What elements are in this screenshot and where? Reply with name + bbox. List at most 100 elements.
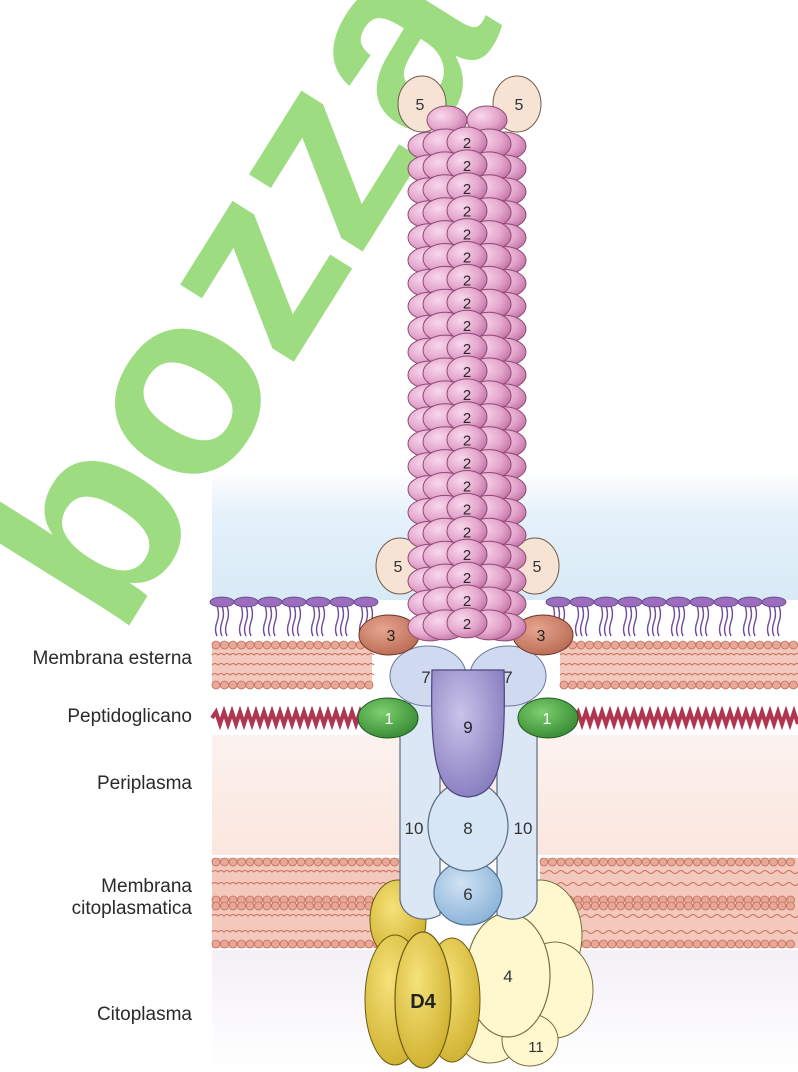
lps-tail — [701, 606, 704, 636]
lipid-head — [212, 902, 220, 910]
lps-head — [354, 597, 378, 607]
lipid-head — [662, 641, 670, 649]
lipid-head — [747, 641, 755, 649]
lipid-head — [727, 858, 735, 866]
lipid-head — [238, 858, 246, 866]
lipid-head — [790, 641, 798, 649]
lipid-head — [560, 681, 568, 689]
lipid-head — [348, 641, 356, 649]
protein-3-right-label: 3 — [537, 628, 546, 645]
lipid-head — [625, 902, 633, 910]
lipid-head — [761, 858, 769, 866]
lps-head — [546, 597, 570, 607]
lipid-head — [719, 940, 727, 948]
lps-tail — [264, 606, 267, 636]
lipid-head — [659, 902, 667, 910]
lipid-head — [246, 902, 254, 910]
lipid-head — [676, 858, 684, 866]
lipid-head — [747, 681, 755, 689]
lipid-head — [671, 641, 679, 649]
lipid-head — [374, 858, 382, 866]
lipid-head — [577, 641, 585, 649]
lipid-head — [586, 641, 594, 649]
lipid-head — [272, 858, 280, 866]
filament-subunit-label: 2 — [463, 616, 471, 633]
lps-tail — [605, 606, 608, 636]
lipid-head — [314, 641, 322, 649]
lipid-head — [229, 681, 237, 689]
lipid-head — [710, 902, 718, 910]
lipid-head — [557, 858, 565, 866]
label-peptidoglycan: Peptidoglicano — [0, 706, 192, 728]
lps-head — [594, 597, 618, 607]
lipid-head — [365, 858, 373, 866]
lps-tail — [600, 606, 603, 636]
lipid-head — [280, 641, 288, 649]
lipid-head — [764, 681, 772, 689]
lps-tail — [773, 606, 776, 636]
lipid-head — [787, 858, 795, 866]
lipid-head — [331, 641, 339, 649]
lps-tail — [744, 606, 747, 636]
protein-9-label: 9 — [463, 718, 472, 737]
lipid-head — [549, 858, 557, 866]
lipid-head — [770, 858, 778, 866]
lipid-head — [608, 902, 616, 910]
lipid-head — [365, 681, 373, 689]
lipid-head — [594, 681, 602, 689]
lps-tail — [341, 606, 344, 636]
lipid-head — [272, 940, 280, 948]
lps-tail — [720, 606, 723, 636]
lipid-head — [306, 681, 314, 689]
lipid-head — [634, 940, 642, 948]
lipid-head — [583, 902, 591, 910]
lipid-head — [574, 858, 582, 866]
lipid-head — [719, 902, 727, 910]
lipid-head — [608, 858, 616, 866]
lipid-head — [705, 641, 713, 649]
lps-tail — [293, 606, 296, 636]
lps-tail — [653, 606, 656, 636]
lipid-head — [323, 940, 331, 948]
lipid-head — [221, 641, 229, 649]
lipid-head — [620, 641, 628, 649]
lipid-head — [727, 940, 735, 948]
lipid-head — [778, 858, 786, 866]
lipid-head — [668, 902, 676, 910]
lipid-head — [600, 940, 608, 948]
lipid-head — [289, 641, 297, 649]
lipid-head — [722, 641, 730, 649]
lipid-head — [577, 681, 585, 689]
protein-4-label: 4 — [503, 967, 512, 986]
lps-tail — [317, 606, 320, 636]
lipid-head — [246, 641, 254, 649]
lipid-head — [357, 681, 365, 689]
label-periplasm: Periplasma — [0, 773, 192, 795]
lps-tail — [216, 606, 219, 636]
lipid-head — [625, 940, 633, 948]
lps-head — [738, 597, 762, 607]
lps-head — [666, 597, 690, 607]
lipid-head — [594, 641, 602, 649]
lipid-head — [668, 858, 676, 866]
lipid-head — [340, 641, 348, 649]
lipid-head — [642, 858, 650, 866]
lipid-head — [600, 858, 608, 866]
lps-tail — [730, 606, 733, 636]
lipid-head — [340, 902, 348, 910]
lipid-head — [306, 641, 314, 649]
lps-tail — [672, 606, 675, 636]
lps-head — [762, 597, 786, 607]
lipid-head — [628, 681, 636, 689]
lps-head — [714, 597, 738, 607]
lipid-head — [770, 940, 778, 948]
lipid-head — [263, 641, 271, 649]
protein-7-left-label: 7 — [421, 668, 430, 687]
lipid-head — [696, 641, 704, 649]
lipid-head — [331, 902, 339, 910]
lipid-head — [348, 858, 356, 866]
lipid-head — [255, 858, 263, 866]
lipid-head — [773, 641, 781, 649]
lipid-head — [246, 858, 254, 866]
lipid-head — [693, 902, 701, 910]
